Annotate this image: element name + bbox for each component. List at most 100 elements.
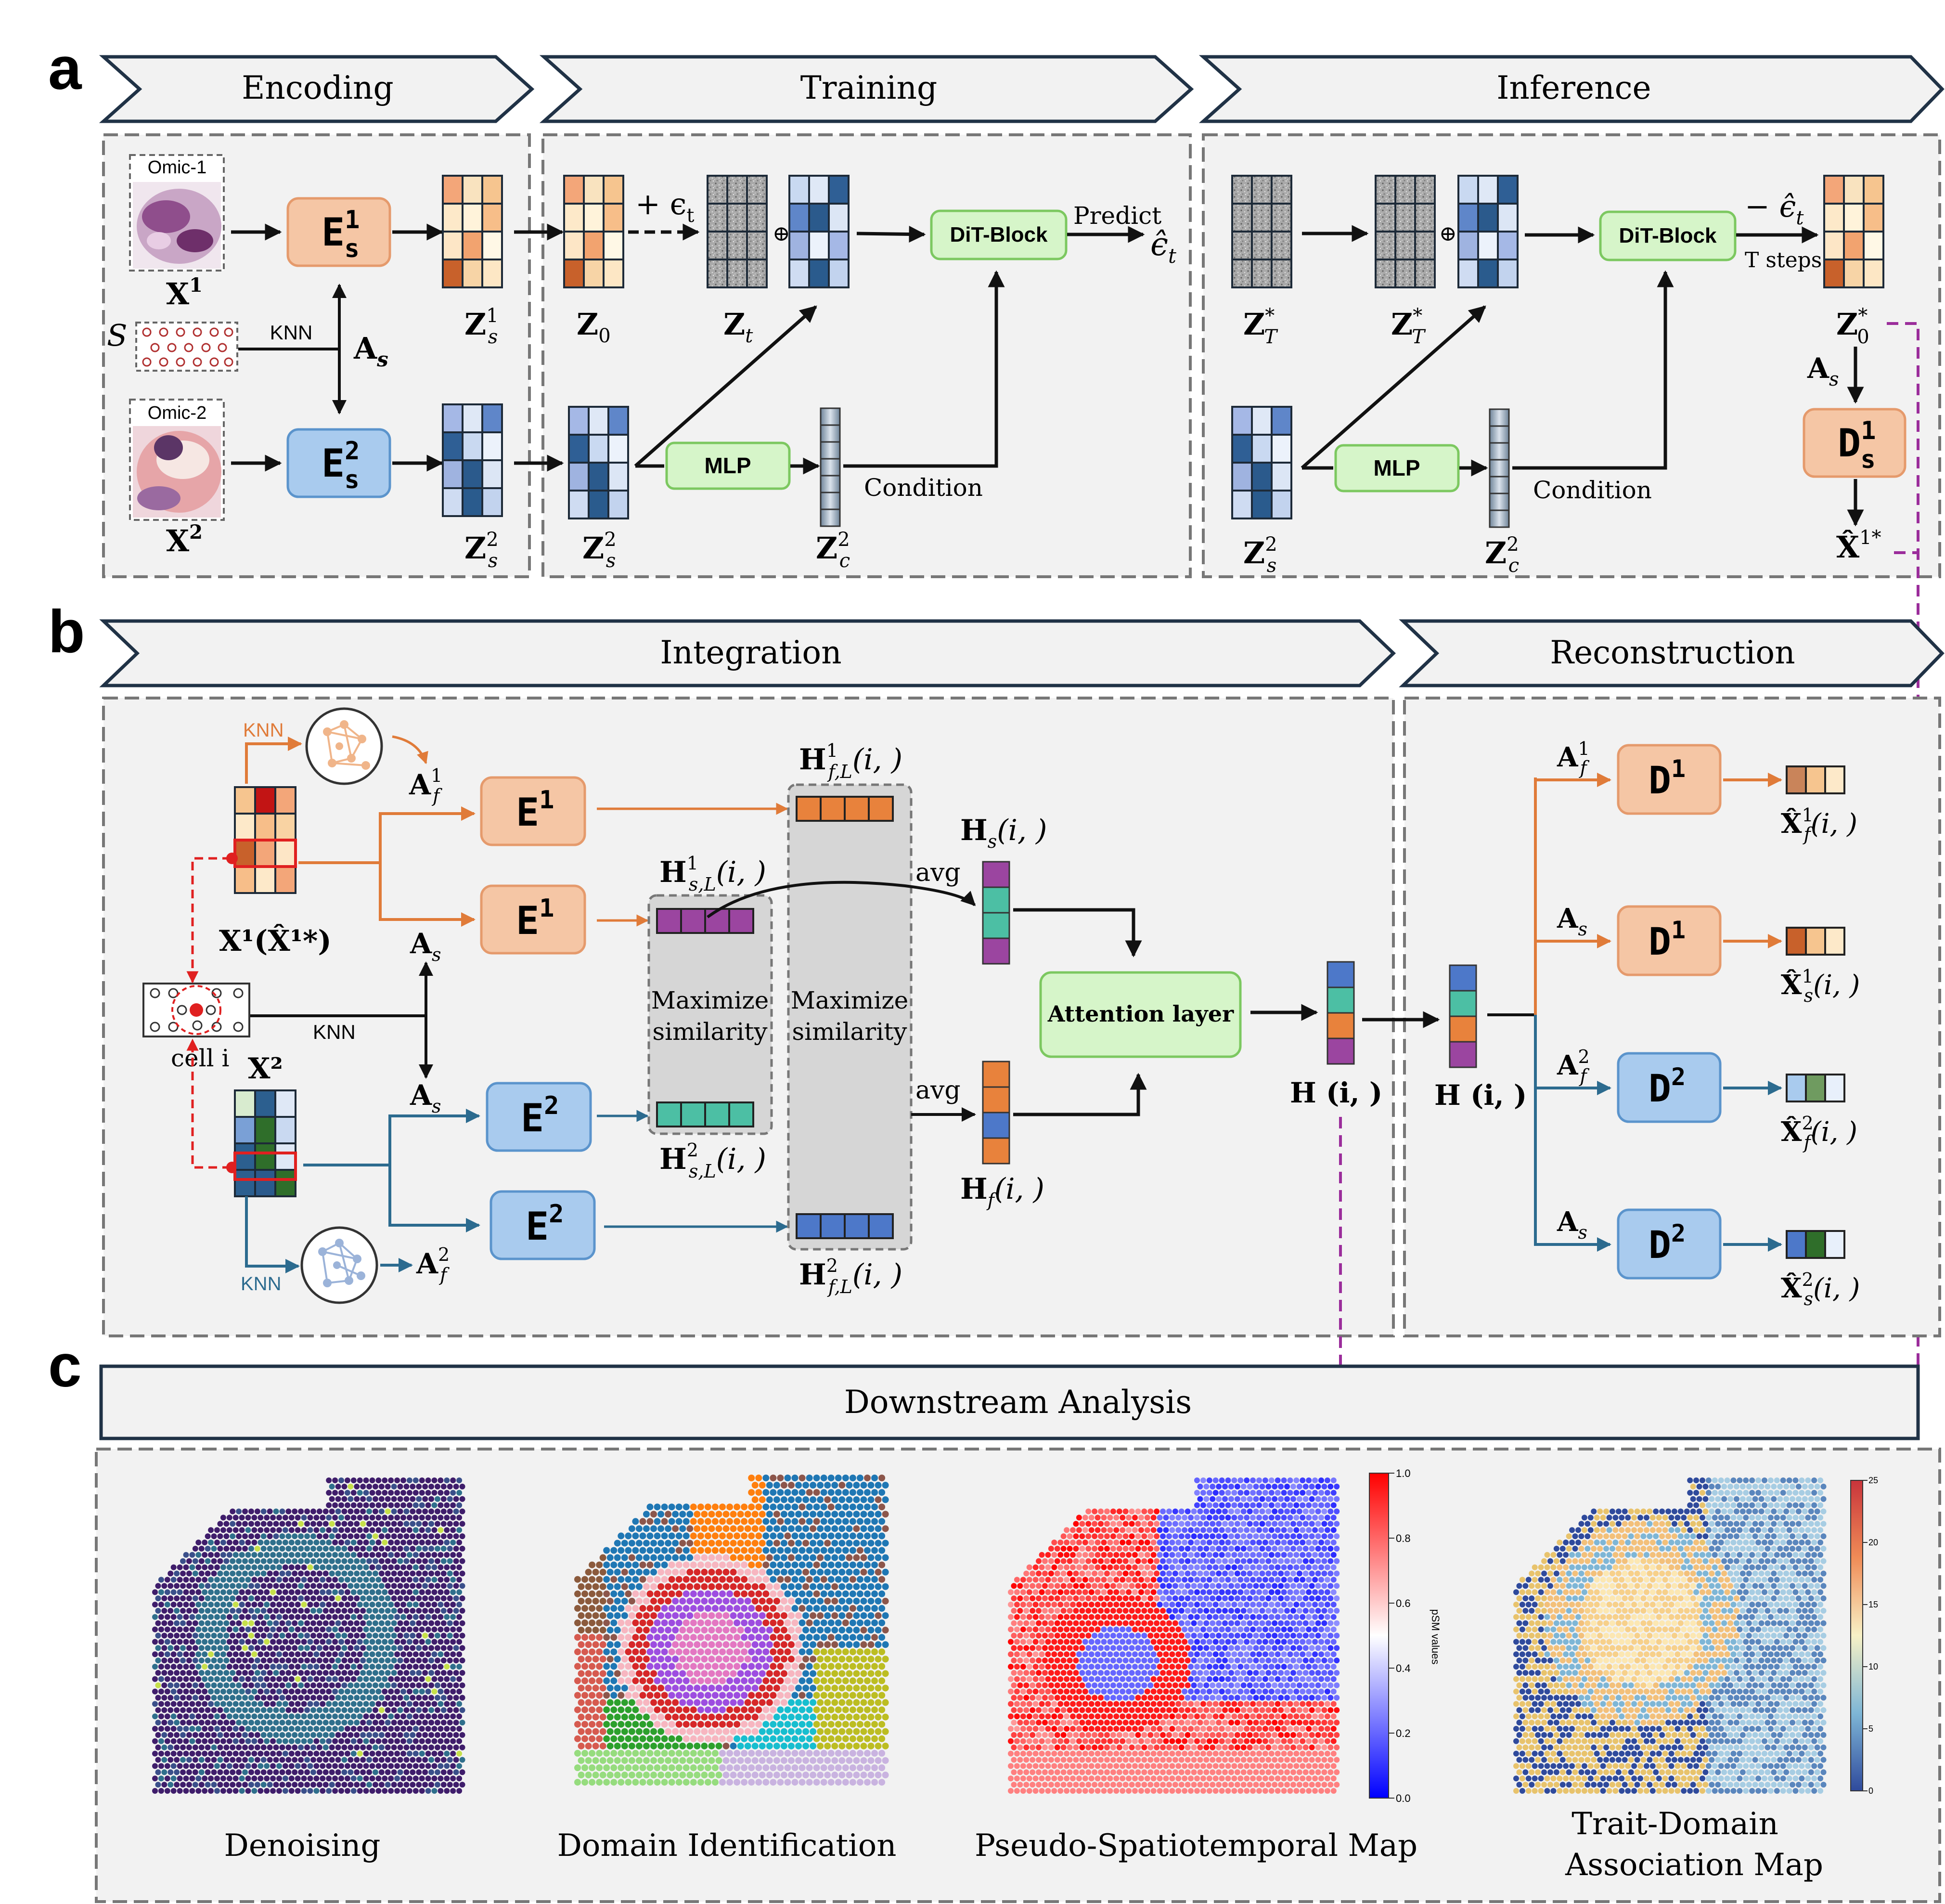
spot: [369, 1726, 375, 1732]
spot: [292, 1595, 298, 1602]
spot: [208, 1577, 214, 1583]
matrix-cell: [568, 462, 590, 492]
spot: [744, 1656, 751, 1663]
spot: [635, 1713, 643, 1721]
spot: [810, 1699, 817, 1706]
stage-header-inference: Inference: [1198, 55, 1945, 123]
matrix-cell: [788, 231, 810, 260]
spot: [1259, 1483, 1265, 1490]
spot: [697, 1721, 704, 1728]
spot: [650, 1612, 657, 1619]
spot: [755, 1576, 762, 1583]
spot: [625, 1634, 632, 1641]
spot: [813, 1503, 820, 1511]
spot: [341, 1508, 348, 1515]
spot: [385, 1533, 391, 1540]
spot: [802, 1757, 810, 1764]
spot: [744, 1757, 751, 1764]
spot: [766, 1684, 773, 1692]
knn-label-encoding: KNN: [270, 321, 313, 344]
spot: [320, 1564, 326, 1570]
spot: [258, 1676, 264, 1682]
encoder-e2-spatial: E2: [486, 1082, 592, 1152]
spot: [450, 1515, 456, 1521]
spot: [708, 1511, 715, 1518]
spot: [394, 1515, 400, 1521]
spot: [403, 1769, 410, 1775]
spot: [260, 1707, 267, 1713]
spot: [1265, 1508, 1272, 1515]
spot: [400, 1626, 406, 1632]
spot: [304, 1695, 310, 1701]
spot: [708, 1627, 715, 1634]
spot: [378, 1658, 385, 1664]
spot: [625, 1764, 632, 1771]
avg-label-top: avg: [915, 858, 961, 887]
spot: [338, 1788, 344, 1794]
spot: [248, 1707, 254, 1713]
spot: [1113, 1515, 1120, 1521]
omic2-tissue-image: Omic-2: [129, 399, 225, 521]
spot: [375, 1775, 382, 1782]
spot: [232, 1701, 239, 1707]
spot: [447, 1707, 453, 1713]
spot: [643, 1772, 650, 1779]
spot: [232, 1676, 239, 1682]
spot: [428, 1695, 435, 1701]
spot: [410, 1595, 416, 1602]
spot: [217, 1583, 223, 1589]
condition-line-training: [843, 270, 1005, 468]
spot: [755, 1779, 762, 1786]
spot: [686, 1728, 694, 1735]
spot: [332, 1701, 338, 1707]
spot: [643, 1554, 650, 1561]
spot: [164, 1750, 170, 1757]
spot: [697, 1547, 704, 1554]
spot: [232, 1564, 239, 1570]
spot: [350, 1502, 357, 1508]
spot: [232, 1788, 239, 1794]
spot: [606, 1612, 614, 1619]
spot: [456, 1540, 463, 1545]
spot: [180, 1757, 186, 1763]
spot: [329, 1720, 335, 1726]
spot: [1166, 1558, 1172, 1564]
spot: [438, 1589, 444, 1595]
vector-cell: [820, 458, 841, 477]
spot: [614, 1612, 621, 1619]
spot: [214, 1726, 220, 1732]
spot: [1116, 1508, 1122, 1515]
spot: [817, 1641, 824, 1648]
spot: [232, 1775, 239, 1782]
spot: [599, 1641, 606, 1648]
spot: [1076, 1515, 1082, 1521]
spot: [759, 1583, 766, 1590]
spot: [596, 1677, 603, 1684]
spot: [456, 1589, 463, 1595]
spot: [1256, 1477, 1262, 1483]
spot: [322, 1583, 329, 1589]
spot: [341, 1545, 348, 1552]
spot: [416, 1682, 422, 1688]
spot: [422, 1496, 428, 1502]
spot: [170, 1676, 177, 1682]
spot: [282, 1750, 288, 1757]
spot: [167, 1620, 174, 1626]
spot: [878, 1605, 886, 1612]
spot: [675, 1619, 683, 1626]
spot: [606, 1742, 614, 1749]
spot: [295, 1676, 301, 1682]
spot: [372, 1620, 378, 1626]
spot: [755, 1475, 762, 1481]
spot: [737, 1568, 744, 1576]
spot: [298, 1720, 304, 1726]
spot: [737, 1670, 744, 1677]
arrow-hs-attention: [1013, 908, 1142, 958]
spot: [366, 1570, 373, 1577]
spot: [787, 1568, 795, 1576]
spot: [307, 1750, 313, 1757]
xhat-label: X̂1*: [1836, 527, 1881, 565]
spot: [360, 1645, 366, 1651]
spot: [1278, 1496, 1284, 1502]
